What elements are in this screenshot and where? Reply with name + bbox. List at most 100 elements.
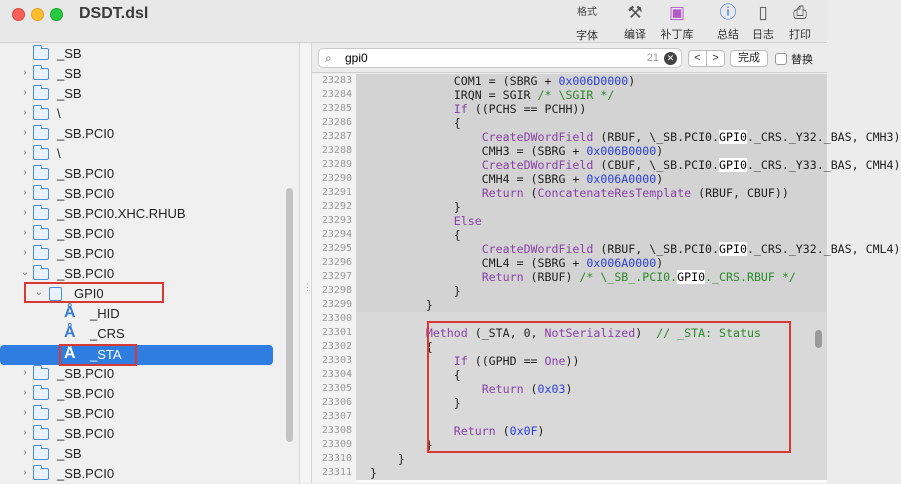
tree-row[interactable]: › _SB.PCI0.XHC.RHUB [0,204,280,224]
chevron-right-icon[interactable]: › [23,447,27,458]
code-line[interactable]: 23292 } [312,200,827,214]
tree-row[interactable]: › _SB.PCI0 [0,164,280,184]
code-line[interactable]: 23293 Else [312,214,827,228]
tree-row-device-gpi0[interactable]: ⌄ GPI0 [0,284,280,304]
chevron-right-icon[interactable]: › [23,387,27,398]
pane-splitter[interactable]: ⋮ [300,43,312,483]
code-line[interactable]: 23307 [312,410,827,424]
sidebar-scrollbar[interactable] [286,188,293,442]
code-line[interactable]: 23294 { [312,228,827,242]
code-line[interactable]: 23285 If ((PCHS == PCHH)) [312,102,827,116]
code-line[interactable]: 23305 Return (0x03) [312,382,827,396]
tree-row[interactable]: › _SB.PCI0 [0,364,280,384]
next-match-button[interactable]: > [706,50,725,67]
tree-row[interactable]: › _SB.PCI0 [0,184,280,204]
code-line[interactable]: 23306 } [312,396,827,410]
tree-row[interactable]: › _SB.PCI0 [0,384,280,404]
done-button[interactable]: 完成 [730,50,768,67]
code-line[interactable]: 23286 { [312,116,827,130]
chevron-right-icon[interactable]: › [23,407,27,418]
code-line[interactable]: 23310 } [312,452,827,466]
chevron-down-icon[interactable]: ⌄ [34,287,44,298]
chevron-right-icon[interactable]: › [23,67,27,78]
code-line[interactable]: 23283 COM1 = (SBRG + 0x006D0000) [312,74,827,88]
code-line[interactable]: 23288 CMH3 = (SBRG + 0x006B0000) [312,144,827,158]
tree-row[interactable]: › \ [0,144,280,164]
close-window-button[interactable] [12,8,25,21]
chevron-right-icon[interactable]: › [23,247,27,258]
tree-row-label: _SB.PCI0 [57,386,115,401]
chevron-right-icon[interactable]: › [23,427,27,438]
code-line[interactable]: 23284 IRQN = SGIR /* \SGIR */ [312,88,827,102]
chevron-right-icon[interactable]: › [23,147,27,158]
tree-row[interactable]: › _SB.PCI0 [0,244,280,264]
replace-checkbox[interactable] [775,53,787,65]
font-button[interactable]: 格式 字体 [572,0,602,43]
line-number: 23299 [321,299,352,310]
chevron-right-icon[interactable]: › [23,367,27,378]
tree-row[interactable]: › _SB.PCI0 [0,404,280,424]
summary-button[interactable]: ⓘ 总结 [713,0,743,43]
code-line[interactable]: 23290 CMH4 = (SBRG + 0x006A0000) [312,172,827,186]
code-line[interactable]: 23309 } [312,438,827,452]
tree-row[interactable]: › _SB [0,64,280,84]
print-button[interactable]: ⎙ 打印 [785,0,815,43]
code-line[interactable]: 23303 If ((GPHD == One)) [312,354,827,368]
chevron-right-icon[interactable]: › [23,187,27,198]
folder-icon [33,265,49,280]
tree-row-method[interactable]: Å _CRS [0,324,280,344]
tree-row-method[interactable]: Å _HID [0,304,280,324]
code-line[interactable]: 23295 CreateDWordField (RBUF, \_SB.PCI0.… [312,242,901,256]
search-input[interactable] [345,50,615,66]
chevron-right-icon[interactable]: › [23,87,27,98]
search-field[interactable]: ⌕ 21 ✕ [318,48,682,68]
chevron-right-icon[interactable]: › [23,467,27,478]
chevron-right-icon[interactable]: › [23,207,27,218]
code-line[interactable]: 23300 [312,312,827,326]
tree-row[interactable]: › _SB [0,444,280,464]
clear-search-icon[interactable]: ✕ [664,52,677,65]
code-line[interactable]: 23298 } [312,284,827,298]
code-line[interactable]: 23302 { [312,340,827,354]
tree-row[interactable]: › _SB [0,84,280,104]
code-line[interactable]: 23297 Return (RBUF) /* \_SB_.PCI0.GPI0._… [312,270,827,284]
log-button[interactable]: ▯ 日志 [749,0,777,43]
minimize-window-button[interactable] [31,8,44,21]
tree-row[interactable]: › _SB.PCI0 [0,224,280,244]
code-editor[interactable]: 23283 COM1 = (SBRG + 0x006D0000)23284 IR… [312,74,901,483]
patch-library-button[interactable]: ▣ 补丁库 [657,0,697,43]
line-number: 23294 [321,229,352,240]
tree-row[interactable]: › \ [0,104,280,124]
zoom-window-button[interactable] [50,8,63,21]
line-number: 23300 [321,313,352,324]
code-line[interactable]: 23291 Return (ConcatenateResTemplate (RB… [312,186,827,200]
tree-row[interactable]: › _SB.PCI0 [0,424,280,444]
code-line[interactable]: 23308 Return (0x0F) [312,424,827,438]
code-line[interactable]: 23304 { [312,368,827,382]
chevron-down-icon[interactable]: ⌄ [20,267,30,278]
code-line[interactable]: 23289 CreateDWordField (CBUF, \_SB.PCI0.… [312,158,901,172]
splitter-grip-icon[interactable]: ⋮ [303,282,312,292]
chevron-right-icon[interactable]: › [23,127,27,138]
code-line[interactable]: 23296 CML4 = (SBRG + 0x006A0000) [312,256,827,270]
editor-scrollbar[interactable] [815,330,822,348]
compile-button[interactable]: ⚒ 编译 [619,0,651,43]
folder-icon [33,365,49,380]
tree-row-label: _SB [57,86,82,101]
chevron-right-icon[interactable]: › [23,107,27,118]
previous-match-button[interactable]: < [688,50,707,67]
tree-row[interactable]: › _SB.PCI0 [0,124,280,144]
line-number-gutter [312,74,356,483]
tree-row[interactable]: › _SB.PCI0 [0,464,280,484]
code-line[interactable]: 23299 } [312,298,827,312]
chevron-right-icon[interactable]: › [23,227,27,238]
line-text: } [370,200,461,214]
code-line[interactable]: 23311} [312,466,827,480]
code-line[interactable]: 23301 Method (_STA, 0, NotSerialized) //… [312,326,827,340]
chevron-right-icon[interactable]: › [23,167,27,178]
code-line[interactable]: 23287 CreateDWordField (RBUF, \_SB.PCI0.… [312,130,901,144]
replace-toggle[interactable]: 替换 [775,51,813,67]
tree-row[interactable]: _SB [0,44,280,64]
tree-row-method-selected[interactable]: Å _STA [0,345,273,365]
tree-row-expanded[interactable]: ⌄ _SB.PCI0 [0,264,280,284]
